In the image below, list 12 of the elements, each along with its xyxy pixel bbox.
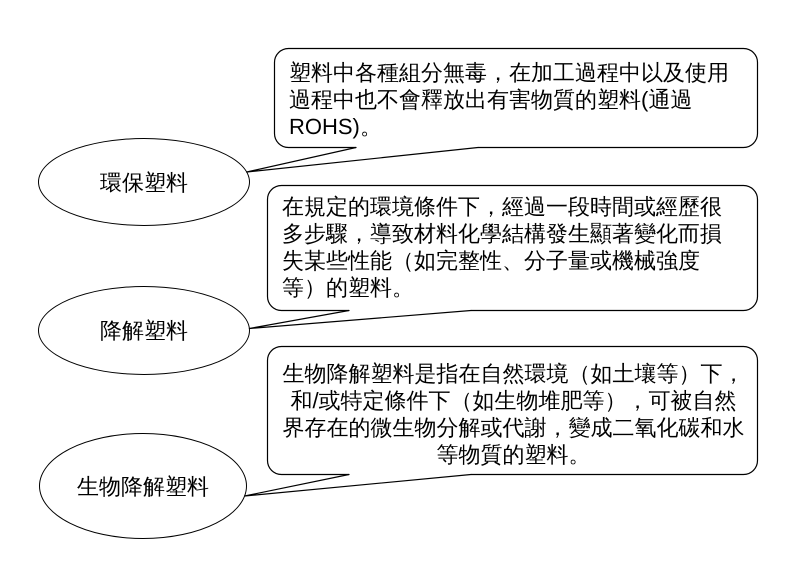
- callout-pointer: [248, 310, 472, 330]
- callout-box: [274, 48, 758, 148]
- callout-pointer: [246, 146, 479, 173]
- callout-text: 塑料中各種組分無毒，在加工過程中以及使用過程中也不會釋放出有害物質的塑料(通過ROHS)。: [289, 59, 730, 140]
- term-label: 生物降解塑料: [77, 472, 209, 500]
- callout-box: [267, 346, 758, 475]
- term-label: 降解塑料: [100, 317, 188, 344]
- callout-text: 生物降解塑料是指在自然環境（如土壤等）下，和/或特定條件下（如生物堆肥等），可被自然界存在的微生物分解或代謝，變成二氧化碳和水等物質的塑料。: [282, 360, 746, 468]
- callout-pointer: [244, 474, 472, 497]
- term-label: 環保塑料: [100, 168, 188, 196]
- callout-text: 在規定的環境條件下，經過一段時間或經歷很多步驟，導致材料化學結構發生顯著變化而損失某些性能（如完整性、分子量或機械強度等）的塑料。: [282, 193, 723, 301]
- callout-box: [267, 185, 758, 311]
